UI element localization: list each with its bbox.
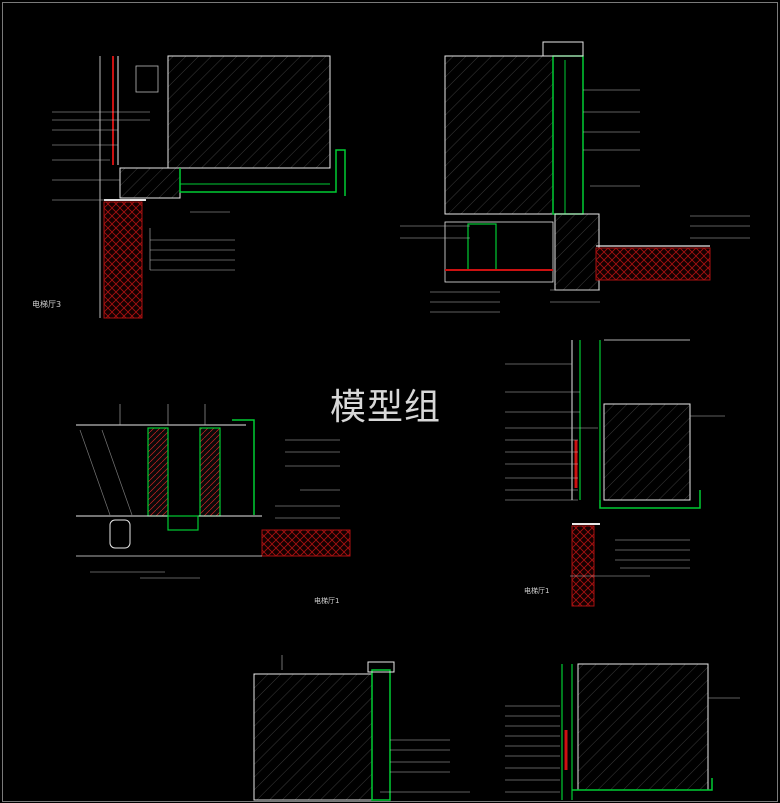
leader-lines <box>505 697 740 793</box>
concrete-block <box>444 55 554 215</box>
concrete-block <box>167 55 331 169</box>
leader-lines <box>90 404 340 579</box>
cap-detail <box>367 661 395 673</box>
brick-wall <box>103 201 143 319</box>
detail-6-section <box>505 663 740 800</box>
concrete-block <box>603 403 691 501</box>
insulated-panel <box>199 427 221 517</box>
green-profile <box>552 55 584 215</box>
detail-5-section <box>253 655 470 801</box>
floor-tile-bed <box>261 529 351 557</box>
floor-tile-bed <box>595 247 711 281</box>
detail-2-section <box>400 41 750 313</box>
base-frame <box>444 221 554 283</box>
green-profile <box>572 778 713 791</box>
green-profile <box>371 669 391 801</box>
detail-title: 电梯厅1 <box>314 596 339 605</box>
steel-channel <box>467 223 497 271</box>
diagonal-guides <box>79 429 133 516</box>
detail-title: 电梯厅1 <box>524 586 549 595</box>
leader-lines <box>505 363 725 577</box>
cap-detail <box>542 41 584 57</box>
detail-title: 电梯厅3 <box>32 299 61 309</box>
watermark-text: 模型组 <box>330 387 442 428</box>
green-profile <box>232 419 255 515</box>
detail-4-elevator-lobby-1: 电梯厅1 <box>505 339 725 607</box>
door-closer <box>109 519 131 549</box>
detail-1-elevator-lobby-3: 电梯厅3 <box>32 55 346 319</box>
detail-3-elevator-lobby-1: 电梯厅1 <box>76 404 351 605</box>
concrete-block <box>577 663 709 791</box>
brick-wall <box>571 525 595 607</box>
steel-channel <box>167 515 199 531</box>
column-base <box>554 213 600 291</box>
leader-lines <box>400 89 750 313</box>
insulated-panel <box>147 427 169 517</box>
junction-box <box>135 65 159 93</box>
leader-lines <box>380 739 470 793</box>
green-profile <box>179 149 346 196</box>
leader-lines <box>52 111 235 271</box>
green-profile <box>599 490 701 509</box>
sill-block <box>119 167 181 199</box>
concrete-block <box>253 673 373 801</box>
